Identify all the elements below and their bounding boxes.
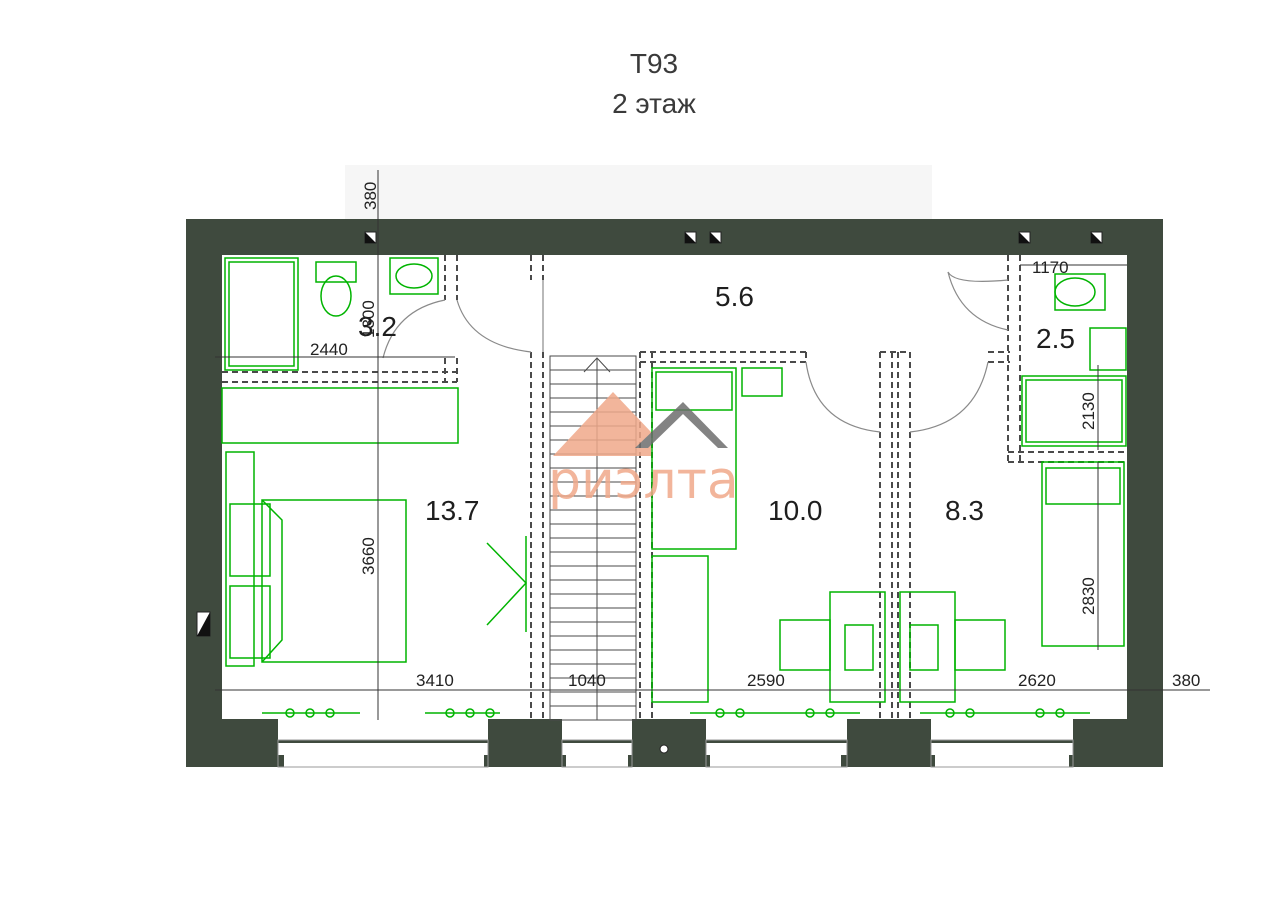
dim-bath-right-width: 1170: [1032, 258, 1069, 277]
logo-roof-icon: [553, 392, 651, 456]
logo: риэлта: [548, 392, 739, 511]
hall-area: 5.6: [715, 281, 754, 312]
dimension-labels: 380 380 2440 1300 1170 2130 3660 2830 34…: [310, 182, 1200, 690]
dim-bath-left-height: 1300: [359, 300, 378, 338]
furniture: [221, 257, 1127, 718]
plan-title: Т93: [629, 48, 679, 79]
dim-bedroom-right-width: 2620: [1018, 671, 1056, 690]
ventilation-marks: [196, 231, 1103, 754]
bedroom-right-area: 8.3: [945, 495, 984, 526]
dim-bedroom-left-height: 3660: [359, 537, 378, 575]
door-swings: [382, 271, 1009, 433]
bedroom-left-area: 13.7: [425, 495, 480, 526]
dim-wall-right: 380: [1172, 671, 1200, 690]
dim-stair-width: 1040: [568, 671, 606, 690]
dim-bedroom-mid-width: 2590: [747, 671, 785, 690]
dim-bedroom-left-width: 3410: [416, 671, 454, 690]
windows: [277, 739, 1074, 768]
logo-text: риэлта: [548, 451, 739, 511]
room-areas: 5.6 3.2 2.5 13.7 10.0 8.3: [358, 281, 1075, 526]
logo-house-icon: [635, 402, 728, 448]
wall-base: [186, 755, 1163, 767]
floor-label: 2 этаж: [612, 88, 696, 119]
dimension-lines: [215, 170, 1210, 720]
plan-background: [345, 165, 932, 225]
dim-bedroom-right-height: 2830: [1079, 577, 1098, 615]
bedroom-mid-area: 10.0: [768, 495, 823, 526]
dim-wall-top: 380: [361, 182, 380, 210]
dim-bath-left-width: 2440: [310, 340, 348, 359]
bath-right-area: 2.5: [1036, 323, 1075, 354]
bath-left-area: 3.2: [358, 311, 397, 342]
dim-bath-right-height: 2130: [1079, 392, 1098, 430]
